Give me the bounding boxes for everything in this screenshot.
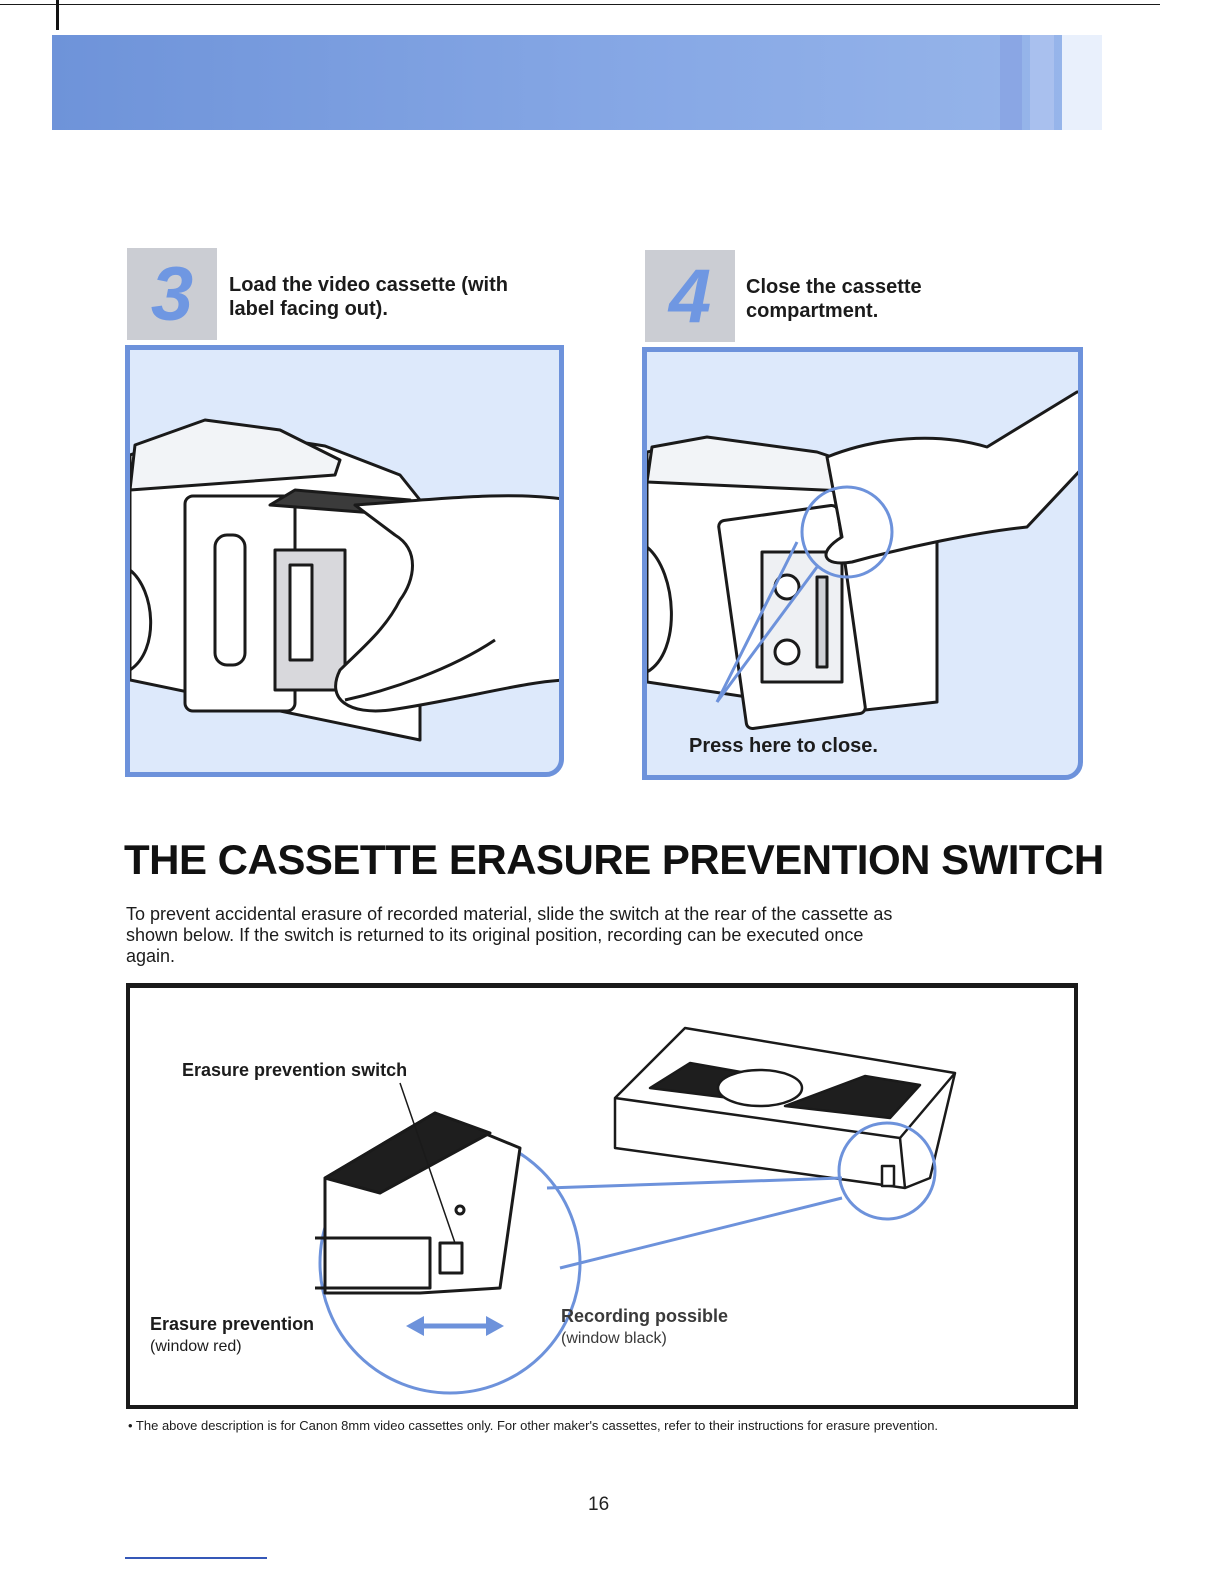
window-red-label: (window red) xyxy=(150,1338,242,1355)
camera-closing-drawing xyxy=(647,390,1078,731)
step-3-illustration xyxy=(125,345,564,777)
banner-stripe xyxy=(1000,35,1022,130)
page-number: 16 xyxy=(588,1494,610,1515)
banner-stripe xyxy=(1062,35,1102,130)
section-intro: To prevent accidental erasure of recorde… xyxy=(126,904,893,966)
step-4-text: Close the cassette compartment. xyxy=(746,276,922,322)
step-4-illustration: Press here to close. xyxy=(642,347,1083,780)
footnote: • The above description is for Canon 8mm… xyxy=(128,1418,939,1433)
window-black-label: (window black) xyxy=(561,1330,667,1347)
step-4-number-box: 4 xyxy=(645,250,735,342)
erasure-prevention-label: Erasure prevention xyxy=(150,1314,315,1334)
top-rule xyxy=(0,4,1160,5)
step-3-number-box: 3 xyxy=(127,248,217,340)
banner-stripe xyxy=(1030,35,1054,130)
bottom-rule xyxy=(125,1557,267,1559)
step-3-text: Load the video cassette (with label faci… xyxy=(229,274,508,320)
recording-possible-label: Recording possible xyxy=(561,1306,729,1326)
left-margin-mark xyxy=(56,0,59,30)
step-4-number: 4 xyxy=(668,253,712,339)
erasure-switch-label: Erasure prevention switch xyxy=(182,1060,408,1080)
cassette-drawing xyxy=(315,1026,957,1395)
step-3-number: 3 xyxy=(150,251,194,337)
camera-loading-drawing xyxy=(130,418,559,742)
press-here-caption: Press here to close. xyxy=(689,735,878,757)
section-heading: THE CASSETTE ERASURE PREVENTION SWITCH xyxy=(124,836,1104,883)
header-banner xyxy=(52,35,1102,130)
erasure-switch-diagram: Erasure prevention switch Erasure preven… xyxy=(126,983,1078,1409)
